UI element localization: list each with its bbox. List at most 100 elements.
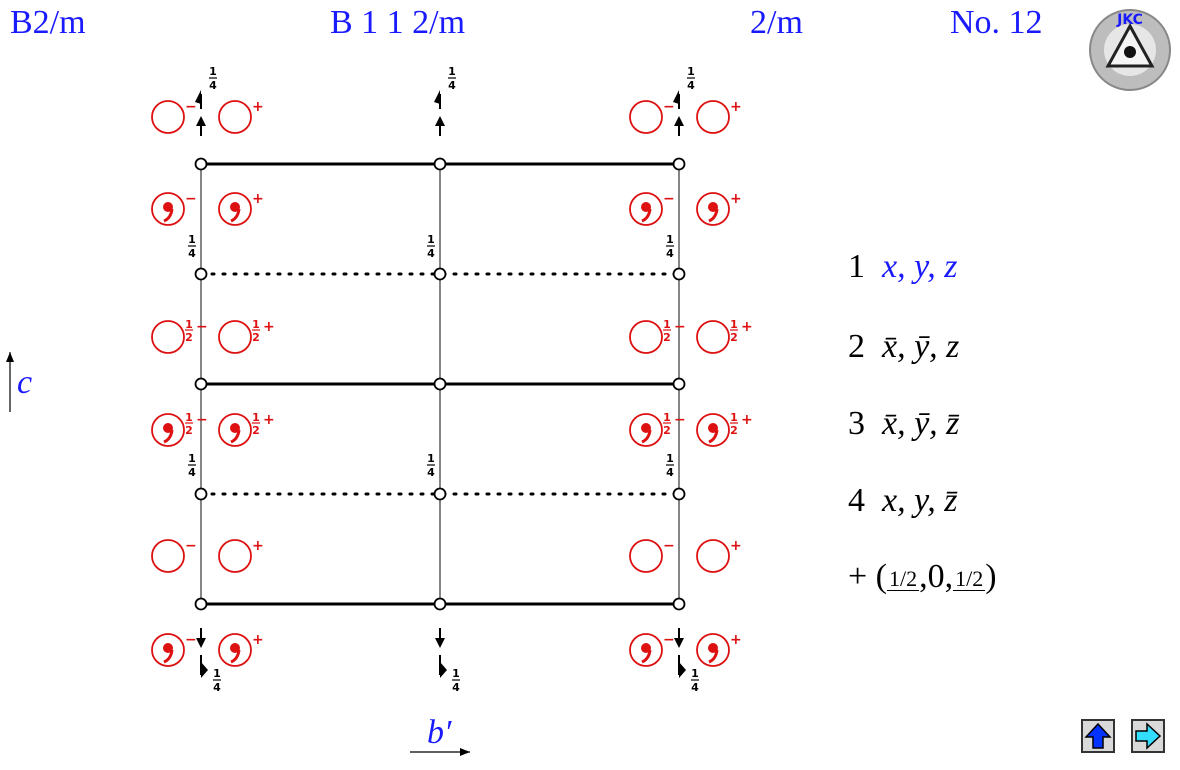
svg-text:2: 2 <box>730 331 738 344</box>
position-circle <box>629 320 663 354</box>
svg-text:−: − <box>663 191 675 207</box>
position-circle <box>696 539 730 573</box>
quarter-label: 14 <box>427 452 435 479</box>
quarter-label: 14 <box>687 65 695 92</box>
screw-axis-up: 14 <box>434 65 456 136</box>
svg-text:1: 1 <box>185 411 193 424</box>
symbol-minus: 12− <box>151 411 208 447</box>
position-circle <box>218 320 252 354</box>
inversion-center <box>194 597 208 611</box>
right-arrow-icon <box>1135 722 1162 750</box>
symbol-plus: + <box>696 632 742 667</box>
svg-text:1: 1 <box>427 233 435 246</box>
symbol-plus: + <box>696 99 742 134</box>
position-2: 2 x̄, ȳ, z <box>848 328 960 365</box>
symbol-minus: − <box>151 191 197 226</box>
inversion-center <box>672 487 686 501</box>
axis-label-c: c <box>17 364 33 401</box>
centering-vector: + (1/21/2,0,1/2) <box>848 558 997 595</box>
quarter-label: 14 <box>188 233 196 260</box>
svg-text:4: 4 <box>666 247 674 260</box>
svg-text:+: + <box>263 319 275 335</box>
svg-text:1: 1 <box>730 411 738 424</box>
quarter-label: 14 <box>188 452 196 479</box>
space-group-number: No. 12 <box>950 4 1043 41</box>
symbol-plus: + <box>218 99 264 134</box>
symbol-plus: 12+ <box>218 411 275 447</box>
svg-text:4: 4 <box>427 466 435 479</box>
up-button[interactable] <box>1081 719 1115 753</box>
svg-text:4: 4 <box>188 247 196 260</box>
symbol-minus: 12− <box>629 318 686 354</box>
axis-label-b: b′ <box>427 714 452 751</box>
svg-text:+: + <box>252 632 264 648</box>
position-circle <box>151 539 185 573</box>
position-circle <box>151 320 185 354</box>
inversion-center <box>433 157 447 171</box>
screw-axis-down: 14 <box>196 628 221 694</box>
svg-text:4: 4 <box>427 247 435 260</box>
inversion-center <box>672 597 686 611</box>
quarter-label: 14 <box>209 65 217 92</box>
c-axis-arrowhead <box>6 352 14 362</box>
svg-text:2: 2 <box>252 331 260 344</box>
inversion-center <box>433 377 447 391</box>
svg-text:2: 2 <box>185 424 193 437</box>
symbol-minus: − <box>629 538 675 573</box>
quarter-label: 14 <box>448 65 456 92</box>
svg-text:2: 2 <box>730 424 738 437</box>
svg-text:1: 1 <box>252 411 260 424</box>
svg-text:+: + <box>252 99 264 115</box>
screw-axis-up: 14 <box>673 65 695 136</box>
inversion-center <box>194 377 208 391</box>
symbol-minus: − <box>151 632 197 667</box>
position-circle <box>629 539 663 573</box>
svg-text:+: + <box>730 99 742 115</box>
inversion-center <box>433 597 447 611</box>
svg-text:−: − <box>663 632 675 648</box>
svg-text:1: 1 <box>188 452 196 465</box>
svg-text:4: 4 <box>448 79 456 92</box>
svg-text:+: + <box>730 538 742 554</box>
position-4: 4 x, y, z̄ <box>848 482 958 519</box>
svg-text:1: 1 <box>448 65 456 78</box>
svg-text:1: 1 <box>663 318 671 331</box>
position-circle <box>696 100 730 134</box>
svg-text:1: 1 <box>452 667 460 680</box>
svg-text:1: 1 <box>663 411 671 424</box>
next-button[interactable] <box>1131 719 1165 753</box>
jkc-logo: JKC <box>1089 9 1171 91</box>
point-group: 2/m <box>750 4 803 41</box>
quarter-label: 14 <box>427 233 435 260</box>
b-axis-arrowhead <box>460 748 470 756</box>
svg-text:1: 1 <box>209 65 217 78</box>
screw-axis-down: 14 <box>674 628 699 694</box>
symmetry-symbols: −+−+−+−+12−12+12−12+12−12+12−12+−+−+−+−+… <box>151 65 753 694</box>
symbol-plus: 12+ <box>218 318 275 354</box>
svg-text:−: − <box>196 319 208 335</box>
svg-text:−: − <box>185 632 197 648</box>
quarter-label: 14 <box>452 667 460 694</box>
symbol-plus: + <box>696 538 742 573</box>
symbol-plus: + <box>218 538 264 573</box>
svg-text:+: + <box>730 191 742 207</box>
symbol-plus: + <box>218 632 264 667</box>
screw-axis-up: 14 <box>195 65 217 136</box>
short-symbol: B2/m <box>10 4 86 41</box>
position-circle <box>218 539 252 573</box>
svg-text:+: + <box>252 191 264 207</box>
symbol-minus: − <box>151 99 197 134</box>
svg-text:−: − <box>196 412 208 428</box>
symbol-plus: + <box>696 191 742 226</box>
quarter-label: 14 <box>666 452 674 479</box>
inversion-center <box>672 267 686 281</box>
svg-text:+: + <box>730 632 742 648</box>
inversion-center <box>672 157 686 171</box>
inversion-center <box>194 157 208 171</box>
svg-text:+: + <box>252 538 264 554</box>
symbol-minus: − <box>629 632 675 667</box>
full-symbol: B 1 1 2/m <box>330 4 466 41</box>
quarter-label: 14 <box>691 667 699 694</box>
quarter-label: 14 <box>666 233 674 260</box>
